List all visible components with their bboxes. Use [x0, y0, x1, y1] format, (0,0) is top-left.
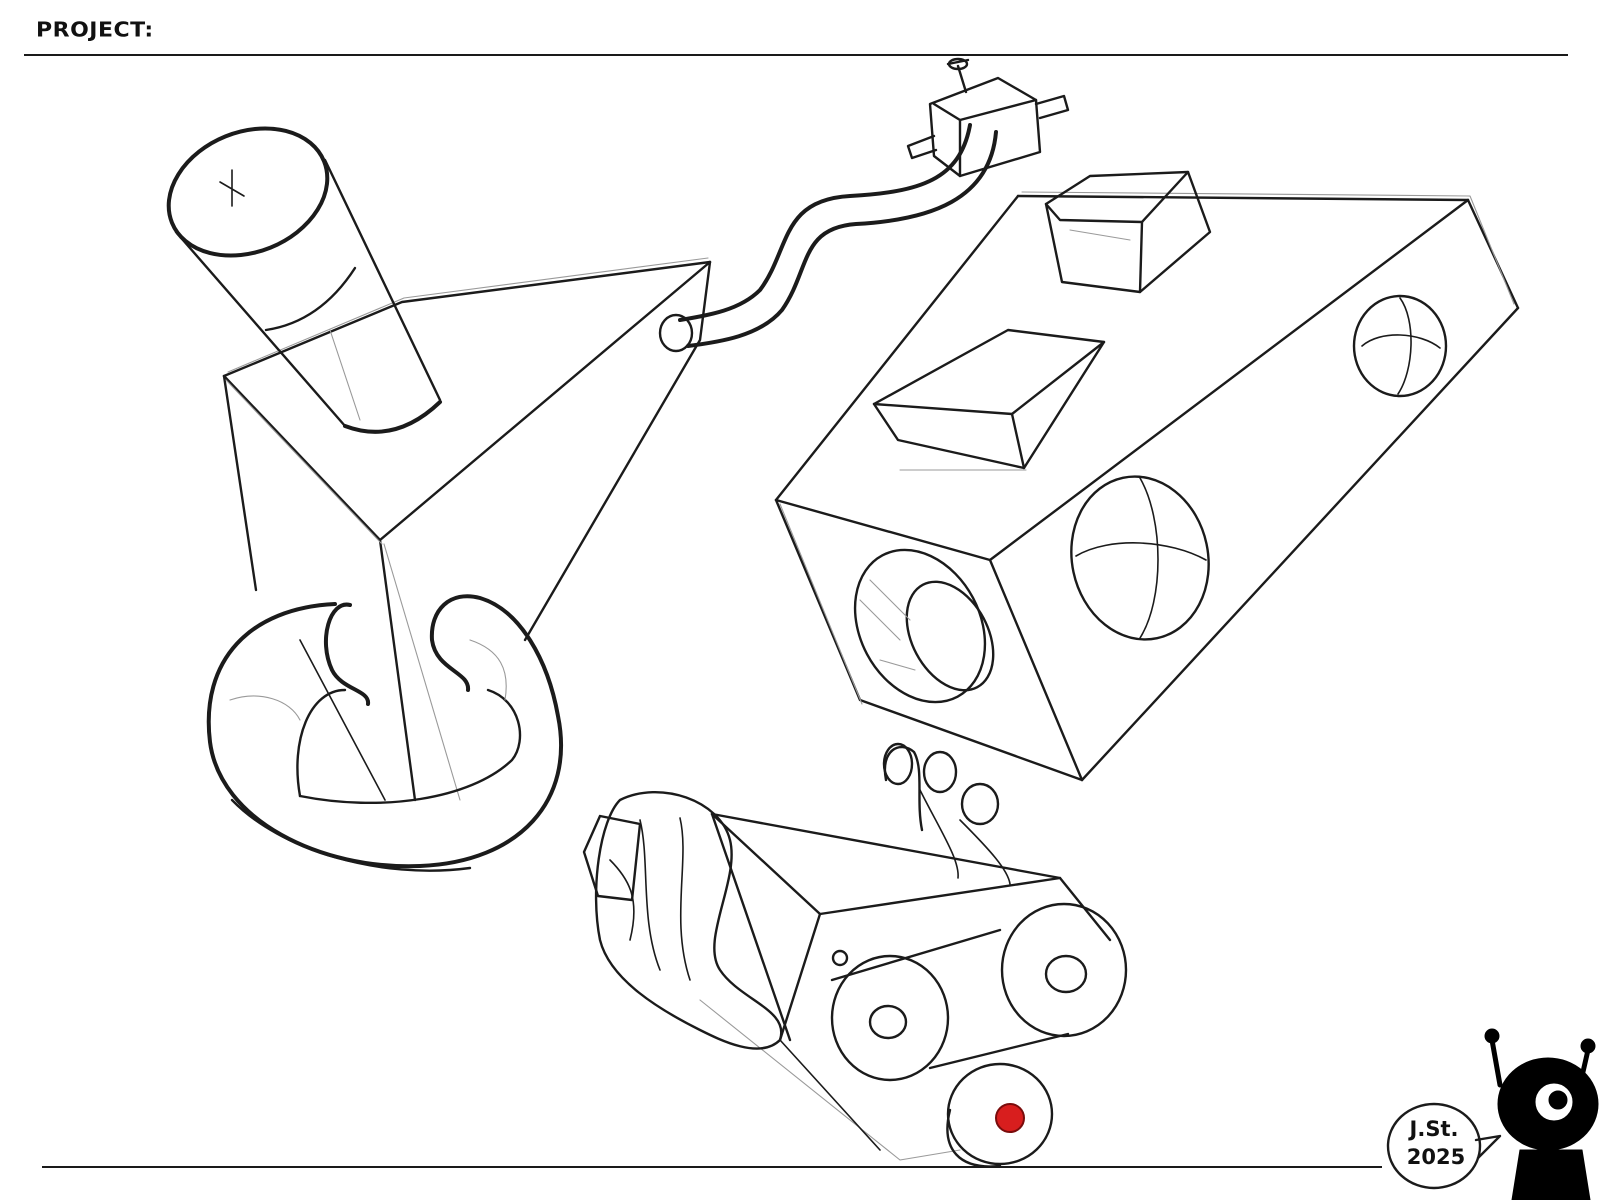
header-rule — [24, 54, 1568, 56]
joystick-stick — [166, 126, 442, 434]
box-port-side — [1070, 475, 1210, 641]
signature-year: 2025 — [1407, 1145, 1465, 1169]
red-button-icon — [995, 1103, 1025, 1133]
device-red-button-housing — [946, 1062, 1054, 1168]
joystick-sketch — [166, 126, 712, 872]
signature-initials: J.St. — [1408, 1117, 1459, 1141]
joystick-ring — [206, 594, 564, 872]
signature-bubble: J.St. 2025 — [1386, 1102, 1502, 1190]
cable-sketch — [658, 57, 1070, 353]
device-barrels — [830, 902, 1128, 1082]
control-box-sketch — [774, 170, 1520, 782]
box-port-top — [1352, 294, 1448, 398]
box-front-lens — [853, 548, 995, 704]
connector-block — [906, 57, 1070, 178]
box-wedge-button — [872, 328, 1106, 471]
box-top-cube — [1044, 170, 1212, 294]
project-label: PROJECT: — [36, 19, 154, 42]
hand-sketch — [594, 742, 1011, 1050]
footer-rule — [42, 1166, 1382, 1168]
joystick-base — [222, 257, 712, 802]
robot-mascot-icon — [1484, 1028, 1599, 1200]
handheld-device-sketch — [582, 742, 1128, 1168]
